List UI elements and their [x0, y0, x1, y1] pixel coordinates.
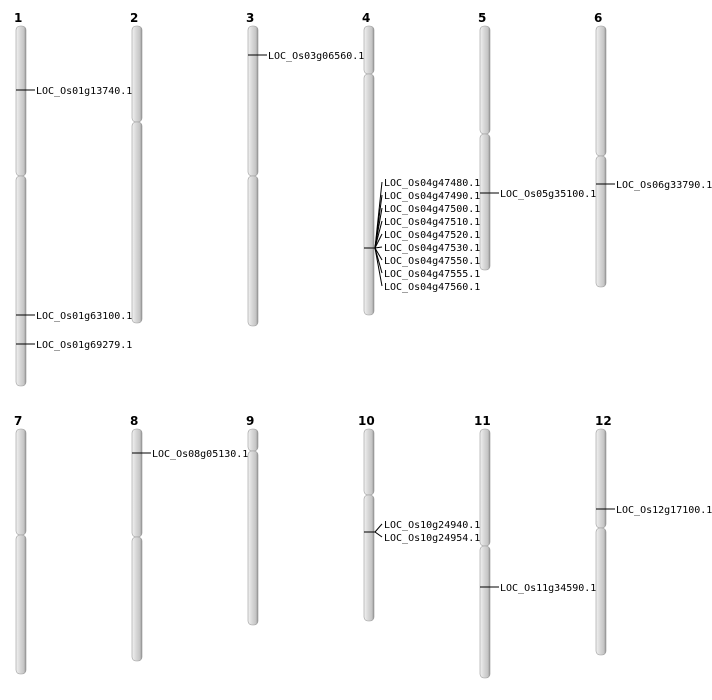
chromosome-number: 6: [594, 11, 602, 25]
gene-label: LOC_Os04g47550.1: [384, 256, 480, 267]
chromosome-number: 10: [358, 414, 375, 428]
gene-connector: [374, 247, 383, 261]
gene-label: LOC_Os01g13740.1: [36, 86, 132, 97]
chromosome-arm-long: [15, 175, 27, 387]
gene-connector: [374, 207, 383, 249]
chromosome-arm-short: [595, 428, 607, 529]
chromosome-9: 9: [246, 414, 259, 626]
chromosome-arm-short: [479, 25, 491, 135]
chromosome-1: 1LOC_Os01g13740.1LOC_Os01g63100.1LOC_Os0…: [14, 11, 132, 387]
chromosome-number: 5: [478, 11, 486, 25]
chromosome-number: 4: [362, 11, 370, 25]
chromosome-arm-long: [15, 534, 27, 675]
gene-label: LOC_Os10g24940.1: [384, 520, 480, 531]
gene-label: LOC_Os01g63100.1: [36, 311, 132, 322]
gene-connector: [374, 531, 383, 538]
gene-label: LOC_Os12g17100.1: [616, 505, 712, 516]
chromosome-arm-long: [363, 73, 375, 316]
chromosome-7: 7: [14, 414, 27, 675]
gene-label: LOC_Os05g35100.1: [500, 189, 596, 200]
chromosome-number: 9: [246, 414, 254, 428]
gene-label: LOC_Os04g47500.1: [384, 204, 480, 215]
chromosome-arm-long: [595, 155, 607, 288]
chromosome-arm-long: [131, 536, 143, 662]
chromosome-arm-short: [363, 428, 375, 496]
chromosome-number: 3: [246, 11, 254, 25]
chromosome-arm-long: [595, 527, 607, 656]
chromosome-arm-short: [595, 25, 607, 157]
chromosome-arm-long: [479, 545, 491, 679]
chromosome-4: 4LOC_Os04g47480.1LOC_Os04g47490.1LOC_Os0…: [362, 11, 480, 316]
gene-label: LOC_Os04g47480.1: [384, 178, 480, 189]
chromosome-number: 1: [14, 11, 22, 25]
gene-connector: [374, 233, 383, 249]
chromosome-arm-long: [131, 121, 143, 324]
gene-connector: [374, 523, 383, 533]
chromosome-arm-short: [15, 428, 27, 536]
chromosome-arm-short: [131, 428, 143, 538]
gene-connector: [374, 246, 383, 249]
gene-label: LOC_Os10g24954.1: [384, 533, 480, 544]
gene-label: LOC_Os08g05130.1: [152, 449, 248, 460]
chromosome-arm-long: [247, 450, 259, 626]
gene-connector: [374, 220, 383, 249]
chromosome-arm-long: [479, 133, 491, 271]
chromosome-arm-long: [363, 494, 375, 622]
chromosome-arm-short: [131, 25, 143, 123]
gene-label: LOC_Os04g47560.1: [384, 282, 480, 293]
chromosome-2: 2: [130, 11, 143, 324]
chromosome-arm-short: [247, 428, 259, 452]
gene-label: LOC_Os04g47555.1: [384, 269, 480, 280]
chromosome-number: 8: [130, 414, 138, 428]
gene-label: LOC_Os04g47520.1: [384, 230, 480, 241]
gene-label: LOC_Os04g47530.1: [384, 243, 480, 254]
chromosome-number: 2: [130, 11, 138, 25]
gene-label: LOC_Os06g33790.1: [616, 180, 712, 191]
chromosome-arm-short: [479, 428, 491, 547]
chromosome-number: 7: [14, 414, 22, 428]
chromosome-number: 11: [474, 414, 491, 428]
gene-label: LOC_Os11g34590.1: [500, 583, 596, 594]
chromosome-arm-short: [247, 25, 259, 177]
chromosome-arm-long: [247, 175, 259, 327]
gene-label: LOC_Os01g69279.1: [36, 340, 132, 351]
gene-label: LOC_Os04g47490.1: [384, 191, 480, 202]
chromosome-arm-short: [363, 25, 375, 75]
chromosome-arm-short: [15, 25, 27, 177]
chromosome-number: 12: [595, 414, 612, 428]
gene-connector: [374, 247, 383, 287]
gene-label: LOC_Os03g06560.1: [268, 51, 364, 62]
gene-label: LOC_Os04g47510.1: [384, 217, 480, 228]
